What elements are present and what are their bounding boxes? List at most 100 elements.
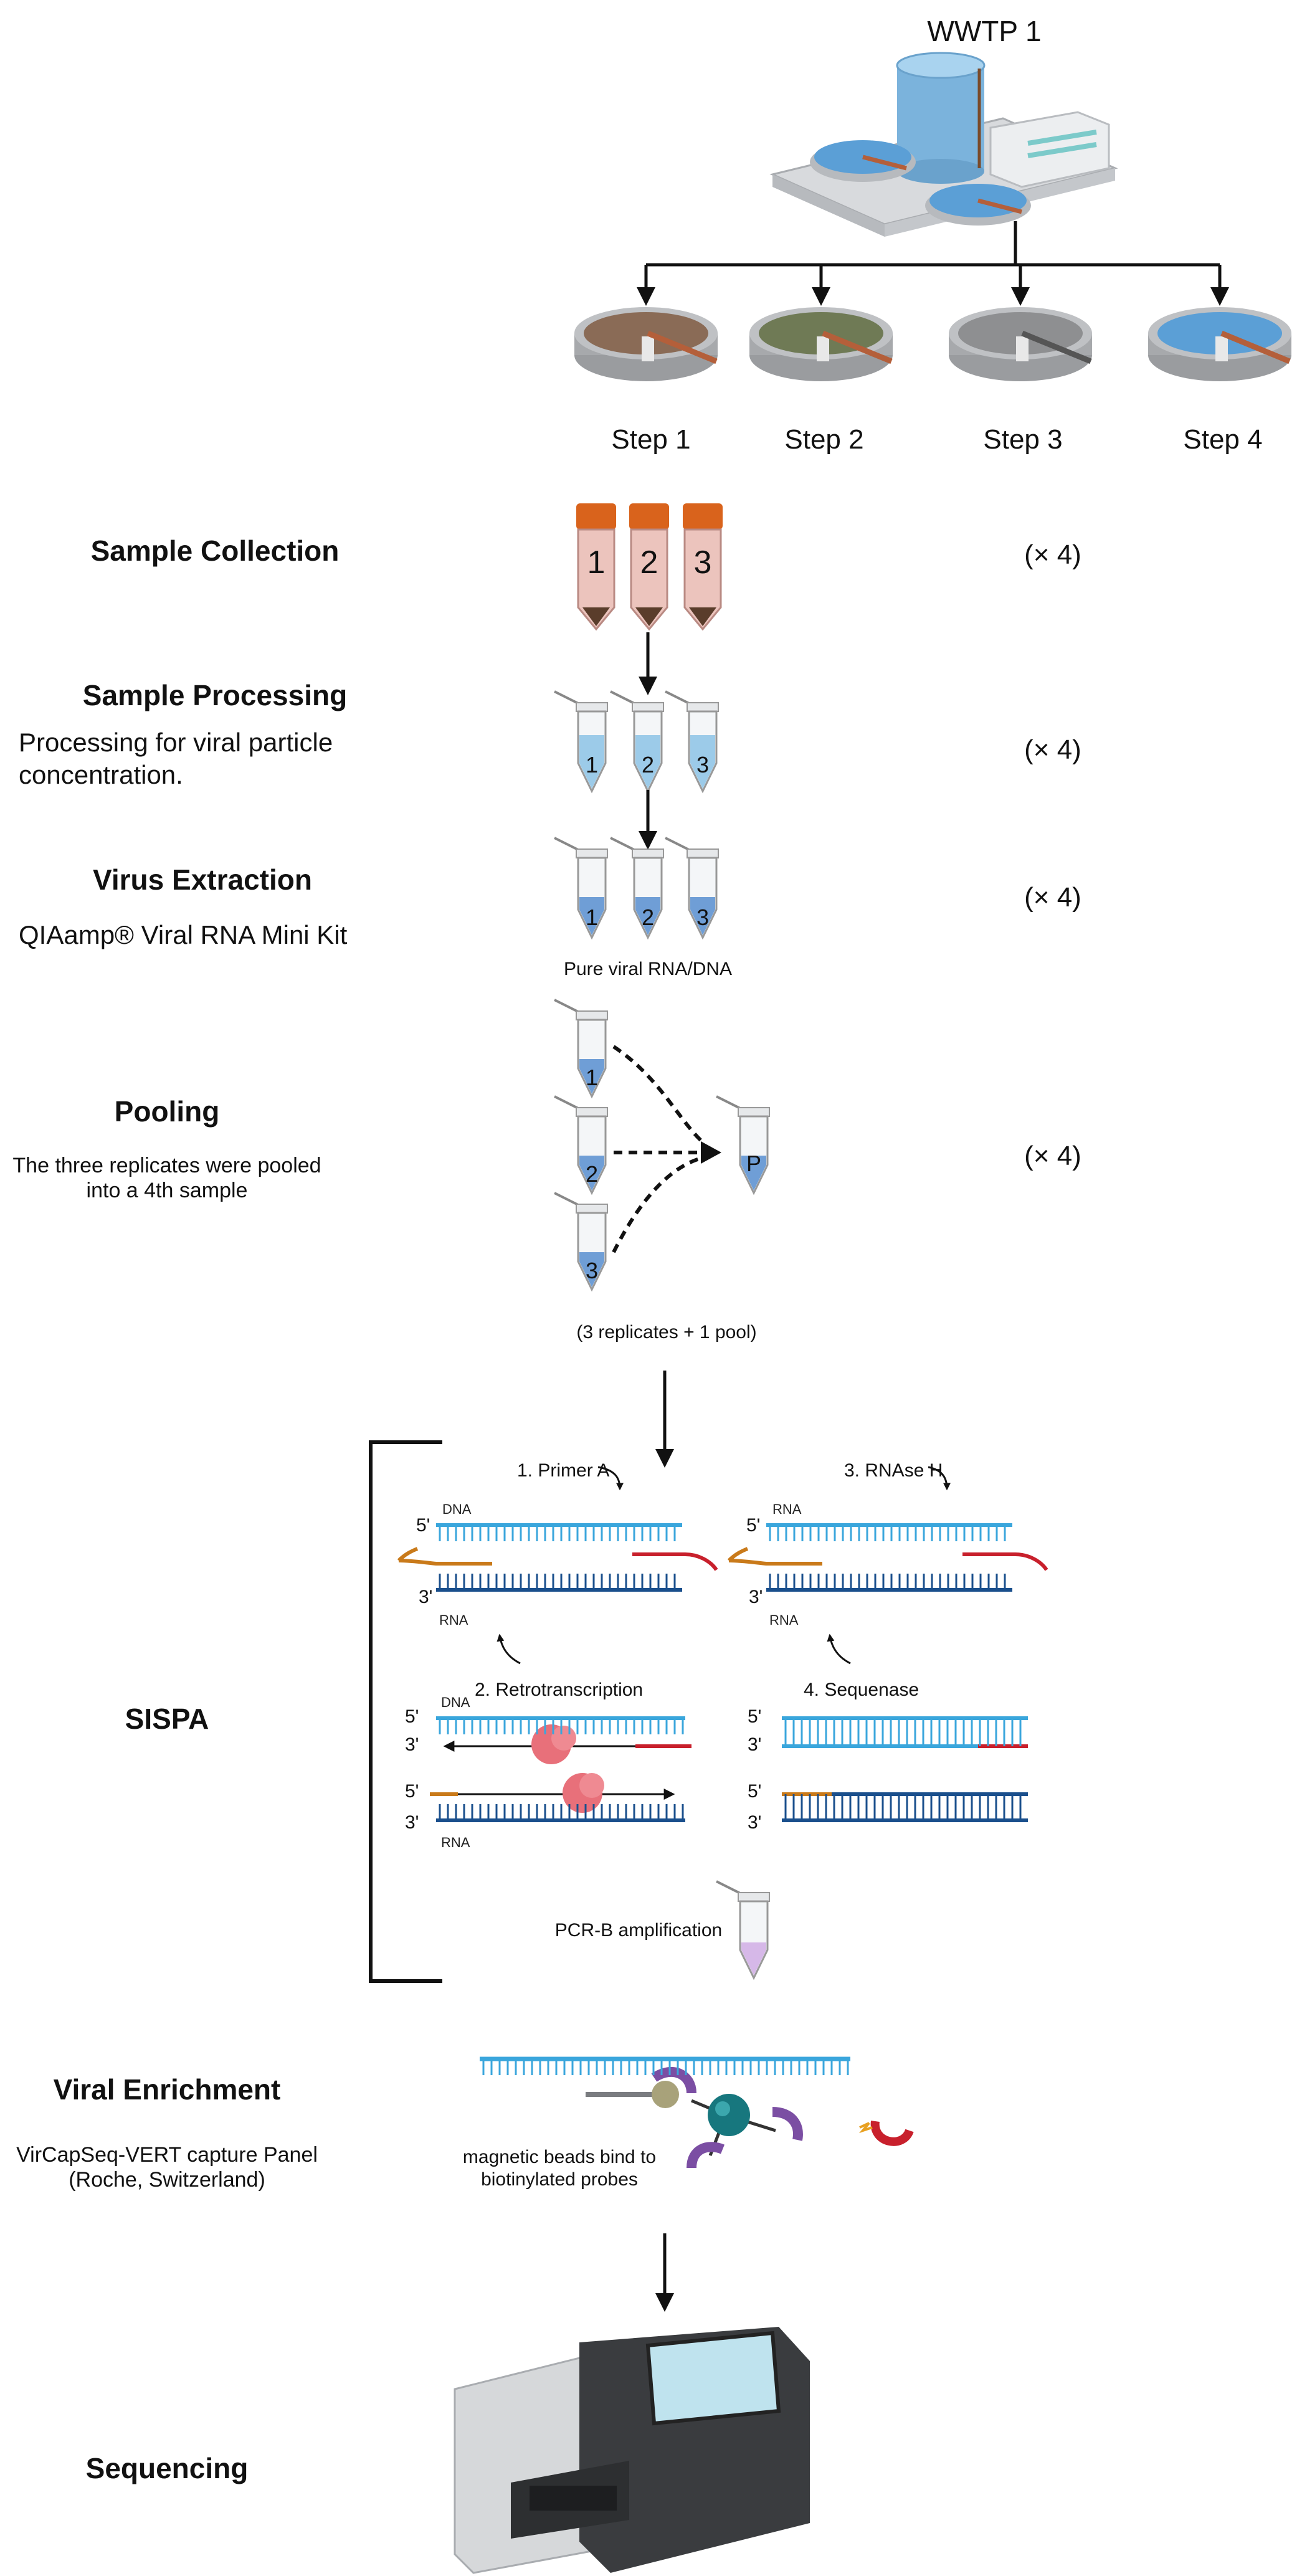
svg-text:RNA: RNA bbox=[439, 1612, 468, 1628]
sequencer-icon bbox=[454, 2327, 810, 2574]
eppendorf-proc-3: 3 bbox=[665, 690, 719, 794]
eppendorf-pool-2: 2 bbox=[554, 1095, 608, 1195]
ext-tube-3-label: 3 bbox=[696, 905, 709, 930]
falcon-tube-3: 3 bbox=[683, 503, 723, 631]
eppendorf-pool-p: P bbox=[716, 1095, 770, 1195]
stage-title-enrichment: Viral Enrichment bbox=[54, 2073, 281, 2106]
basin-step-1 bbox=[574, 307, 718, 381]
capture-probe-illustration bbox=[480, 2056, 850, 2169]
dsna-panel-4: 5' 3' 5' 3' bbox=[748, 1706, 1028, 1833]
svg-text:5': 5' bbox=[405, 1781, 419, 1802]
ext-tube-2-label: 2 bbox=[642, 905, 654, 930]
extraction-product-label: Pure viral RNA/DNA bbox=[564, 959, 732, 979]
eppendorf-pool-3: 3 bbox=[554, 1192, 608, 1292]
curved-arrow-up-4 bbox=[827, 1633, 851, 1665]
falcon-tube-1-label: 1 bbox=[587, 544, 606, 581]
falcon-tube-2-label: 2 bbox=[640, 544, 658, 581]
eppendorf-proc-1: 1 bbox=[554, 690, 608, 794]
bead-caption-line1: magnetic beads bind to bbox=[463, 2147, 656, 2167]
ext-tube-1-label: 1 bbox=[586, 905, 598, 930]
pool-tube-1-label: 1 bbox=[586, 1065, 598, 1090]
pcr-tube bbox=[716, 1880, 770, 1980]
eppendorf-ext-1: 1 bbox=[554, 837, 608, 940]
svg-text:3': 3' bbox=[749, 1587, 763, 1607]
extraction-desc: QIAamp® Viral RNA Mini Kit bbox=[19, 920, 348, 949]
basin-step-4 bbox=[1148, 307, 1291, 381]
multiplier-extraction: (× 4) bbox=[1024, 882, 1081, 913]
svg-text:5': 5' bbox=[746, 1515, 760, 1536]
svg-text:5': 5' bbox=[405, 1706, 419, 1727]
stage-title-pooling: Pooling bbox=[115, 1095, 220, 1128]
extraction-tubes: 1 2 3 bbox=[554, 837, 719, 940]
processing-tubes: 1 2 3 bbox=[554, 690, 719, 794]
magnet-icon bbox=[858, 2121, 914, 2146]
curved-arrow-3 bbox=[928, 1466, 951, 1491]
enrichment-desc-line1: VirCapSeq-VERT capture Panel bbox=[16, 2143, 318, 2167]
pool-tube-3-label: 3 bbox=[586, 1258, 598, 1283]
multiplier-processing: (× 4) bbox=[1024, 734, 1081, 765]
pool-tube-2-label: 2 bbox=[586, 1161, 598, 1187]
sispa-step2-label: 2. Retrotranscription bbox=[475, 1680, 643, 1700]
pool-tube-p-label: P bbox=[746, 1151, 761, 1176]
pooling-tubes: 1 2 3 P bbox=[554, 999, 770, 1292]
pooling-desc-line1: The three replicates were pooled bbox=[12, 1154, 321, 1177]
svg-text:RNA: RNA bbox=[772, 1501, 802, 1517]
sispa-step4-label: 4. Sequenase bbox=[804, 1680, 919, 1700]
dsna-panel-2: DNA 5' 3' 5' 3' RNA bbox=[405, 1694, 691, 1850]
svg-text:5': 5' bbox=[748, 1706, 761, 1727]
pooling-arrowhead bbox=[701, 1141, 721, 1164]
step-label-1: Step 1 bbox=[611, 424, 690, 455]
falcon-tube-1: 1 bbox=[576, 503, 616, 631]
svg-text:DNA: DNA bbox=[441, 1694, 470, 1710]
basin-step-3 bbox=[949, 307, 1092, 381]
svg-text:DNA: DNA bbox=[442, 1501, 472, 1517]
stage-title-sispa: SISPA bbox=[125, 1703, 209, 1735]
eppendorf-pool-1: 1 bbox=[554, 999, 608, 1099]
step-label-2: Step 2 bbox=[784, 424, 863, 455]
svg-text:3': 3' bbox=[419, 1587, 432, 1607]
multiplier-pooling: (× 4) bbox=[1024, 1141, 1081, 1171]
svg-text:RNA: RNA bbox=[769, 1612, 799, 1628]
sispa-step1-label: 1. Primer A bbox=[517, 1460, 609, 1481]
falcon-tubes: 1 2 3 bbox=[576, 503, 723, 631]
multiplier-collection: (× 4) bbox=[1024, 539, 1081, 570]
wwtp-plant-icon bbox=[769, 52, 1118, 237]
proc-tube-1-label: 1 bbox=[586, 752, 598, 777]
sispa-step3-label: 3. RNAse H bbox=[844, 1460, 943, 1481]
svg-text:3': 3' bbox=[748, 1812, 761, 1833]
sispa-bracket bbox=[369, 1440, 442, 1983]
pooling-arrows bbox=[612, 1045, 705, 1253]
facility-title: WWTP 1 bbox=[927, 15, 1041, 47]
stage-title-collection: Sample Collection bbox=[91, 535, 340, 567]
bead-caption-line2: biotinylated probes bbox=[481, 2169, 638, 2190]
pooling-desc-line2: into a 4th sample bbox=[87, 1179, 248, 1202]
dsna-panel-1: DNA 5' 3' RNA bbox=[397, 1501, 718, 1628]
branch-arrows bbox=[637, 221, 1229, 306]
processing-desc-line2: concentration. bbox=[19, 760, 183, 789]
stage-title-sequencing: Sequencing bbox=[86, 2452, 249, 2484]
falcon-tube-2: 2 bbox=[629, 503, 669, 631]
processing-desc-line1: Processing for viral particle bbox=[19, 728, 333, 757]
step-label-4: Step 4 bbox=[1183, 424, 1262, 455]
svg-text:3': 3' bbox=[748, 1734, 761, 1755]
basin-step-2 bbox=[749, 307, 893, 381]
svg-text:RNA: RNA bbox=[441, 1835, 470, 1850]
eppendorf-ext-2: 2 bbox=[610, 837, 664, 940]
curved-arrow-up-2 bbox=[497, 1633, 521, 1665]
falcon-tube-3-label: 3 bbox=[694, 544, 712, 581]
step-label-3: Step 3 bbox=[983, 424, 1062, 455]
curved-arrow-1 bbox=[597, 1466, 624, 1491]
sispa-pcr-label: PCR-B amplification bbox=[555, 1920, 722, 1941]
enrichment-desc-line2: (Roche, Switzerland) bbox=[69, 2168, 265, 2192]
eppendorf-proc-2: 2 bbox=[610, 690, 664, 794]
proc-tube-2-label: 2 bbox=[642, 752, 654, 777]
svg-text:3': 3' bbox=[405, 1734, 419, 1755]
svg-text:3': 3' bbox=[405, 1812, 419, 1833]
pooling-note: (3 replicates + 1 pool) bbox=[576, 1322, 756, 1343]
dsna-panel-3: RNA 5' 3' RNA bbox=[727, 1501, 1048, 1628]
eppendorf-ext-3: 3 bbox=[665, 837, 719, 940]
svg-text:5': 5' bbox=[416, 1515, 430, 1536]
stage-title-extraction: Virus Extraction bbox=[93, 863, 312, 896]
proc-tube-3-label: 3 bbox=[696, 752, 709, 777]
